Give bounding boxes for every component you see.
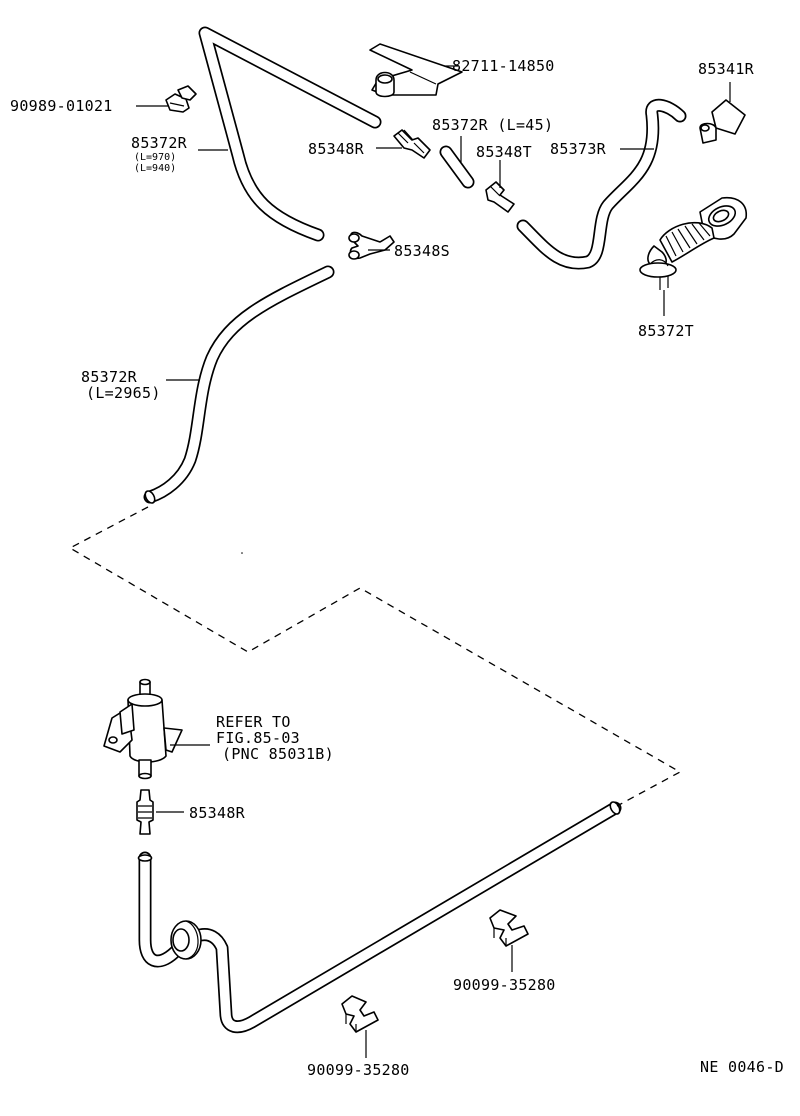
label-85341R: 85341R <box>698 60 755 78</box>
label-85372R-L45: 85372R (L=45) <box>432 116 553 134</box>
body-outline-dashed <box>68 506 682 807</box>
connector-85348T <box>485 181 515 213</box>
hose-85372R-short <box>439 145 475 189</box>
label-85372R-upper-len1: (L=970) <box>134 152 176 163</box>
hose-lower-main <box>137 801 622 1034</box>
clip-90099-left <box>341 995 379 1033</box>
hose-85373R <box>516 98 687 270</box>
bracket-82711 <box>369 43 463 98</box>
label-85348R-bottom: 85348R <box>189 804 246 822</box>
label-85348R-top: 85348R <box>308 140 365 158</box>
label-85372R-long-len: (L=2965) <box>86 384 161 402</box>
label-85372R-long: 85372R <box>81 368 138 386</box>
label-85373R: 85373R <box>550 140 607 158</box>
clamp-85341R <box>699 99 746 144</box>
connector-85348R-bottom <box>136 789 154 835</box>
label-85372R-upper: 85372R <box>131 134 188 152</box>
label-90989-01021: 90989-01021 <box>10 97 113 115</box>
label-refer-pnc: (PNC 85031B) <box>222 745 334 763</box>
label-refer-fig: FIG.85-03 <box>216 729 300 747</box>
nozzle-85372T <box>639 196 747 290</box>
label-85372R-upper-len2: (L=940) <box>134 163 176 174</box>
label-refer-to: REFER TO <box>216 713 291 731</box>
leader-lines <box>136 65 731 1058</box>
label-90099-35280-left: 90099-35280 <box>307 1061 410 1079</box>
clip-90099-right <box>489 909 529 947</box>
hose-85372R-long <box>143 265 335 504</box>
hose-grommet <box>170 920 202 960</box>
label-90099-35280-right: 90099-35280 <box>453 976 556 994</box>
stray-dot <box>241 552 243 554</box>
figure-code: NE 0046-D <box>700 1058 784 1076</box>
connector-85348S <box>348 231 395 260</box>
label-82711-14850: 82711-14850 <box>452 57 555 75</box>
clip-90989 <box>165 85 197 113</box>
connector-85348R-top <box>393 129 431 159</box>
washer-pump <box>103 678 183 780</box>
hose-85372R-upper <box>198 26 382 242</box>
label-85348S: 85348S <box>394 242 450 260</box>
label-85348T: 85348T <box>476 143 532 161</box>
label-85372T: 85372T <box>638 322 694 340</box>
